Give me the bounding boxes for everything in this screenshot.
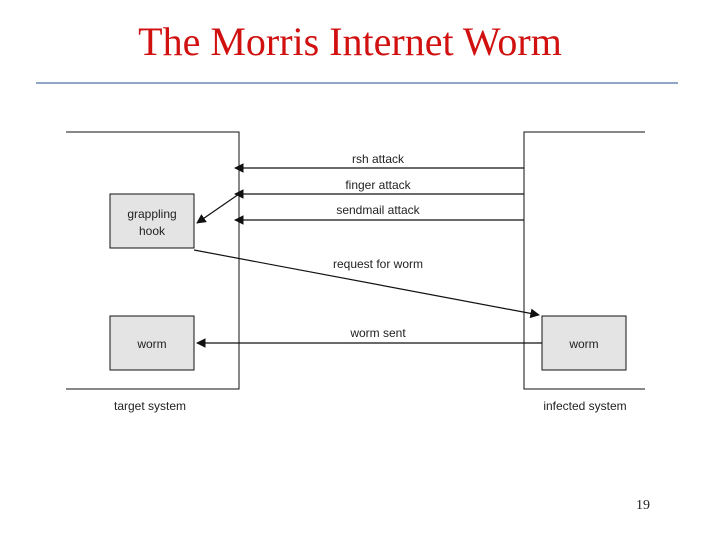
attack-to-grappling-hook-arrow [196, 193, 240, 224]
infected-worm-box [541, 315, 627, 371]
infected-worm-label: worm [568, 337, 598, 351]
grappling-hook-label-line1: grappling [127, 207, 176, 221]
finger-attack-label: finger attack [345, 178, 411, 192]
target-worm-label: worm [136, 337, 166, 351]
target-worm-box [109, 315, 195, 371]
title-divider [36, 82, 678, 84]
request-for-worm-label: request for worm [333, 257, 423, 271]
infected-system-panel [523, 131, 645, 390]
target-system-panel [66, 131, 240, 390]
grappling-hook-box [109, 193, 195, 249]
request-for-worm-arrow [193, 249, 540, 319]
sendmail-attack-label: sendmail attack [336, 203, 420, 217]
page-number: 19 [636, 498, 650, 513]
grappling-hook-label-line2: hook [139, 224, 166, 238]
infected-system-label: infected system [543, 399, 626, 413]
rsh-attack-label: rsh attack [352, 152, 405, 166]
slide-title: The Morris Internet Worm [138, 19, 562, 64]
target-system-label: target system [114, 399, 186, 413]
worm-sent-label: worm sent [349, 326, 406, 340]
